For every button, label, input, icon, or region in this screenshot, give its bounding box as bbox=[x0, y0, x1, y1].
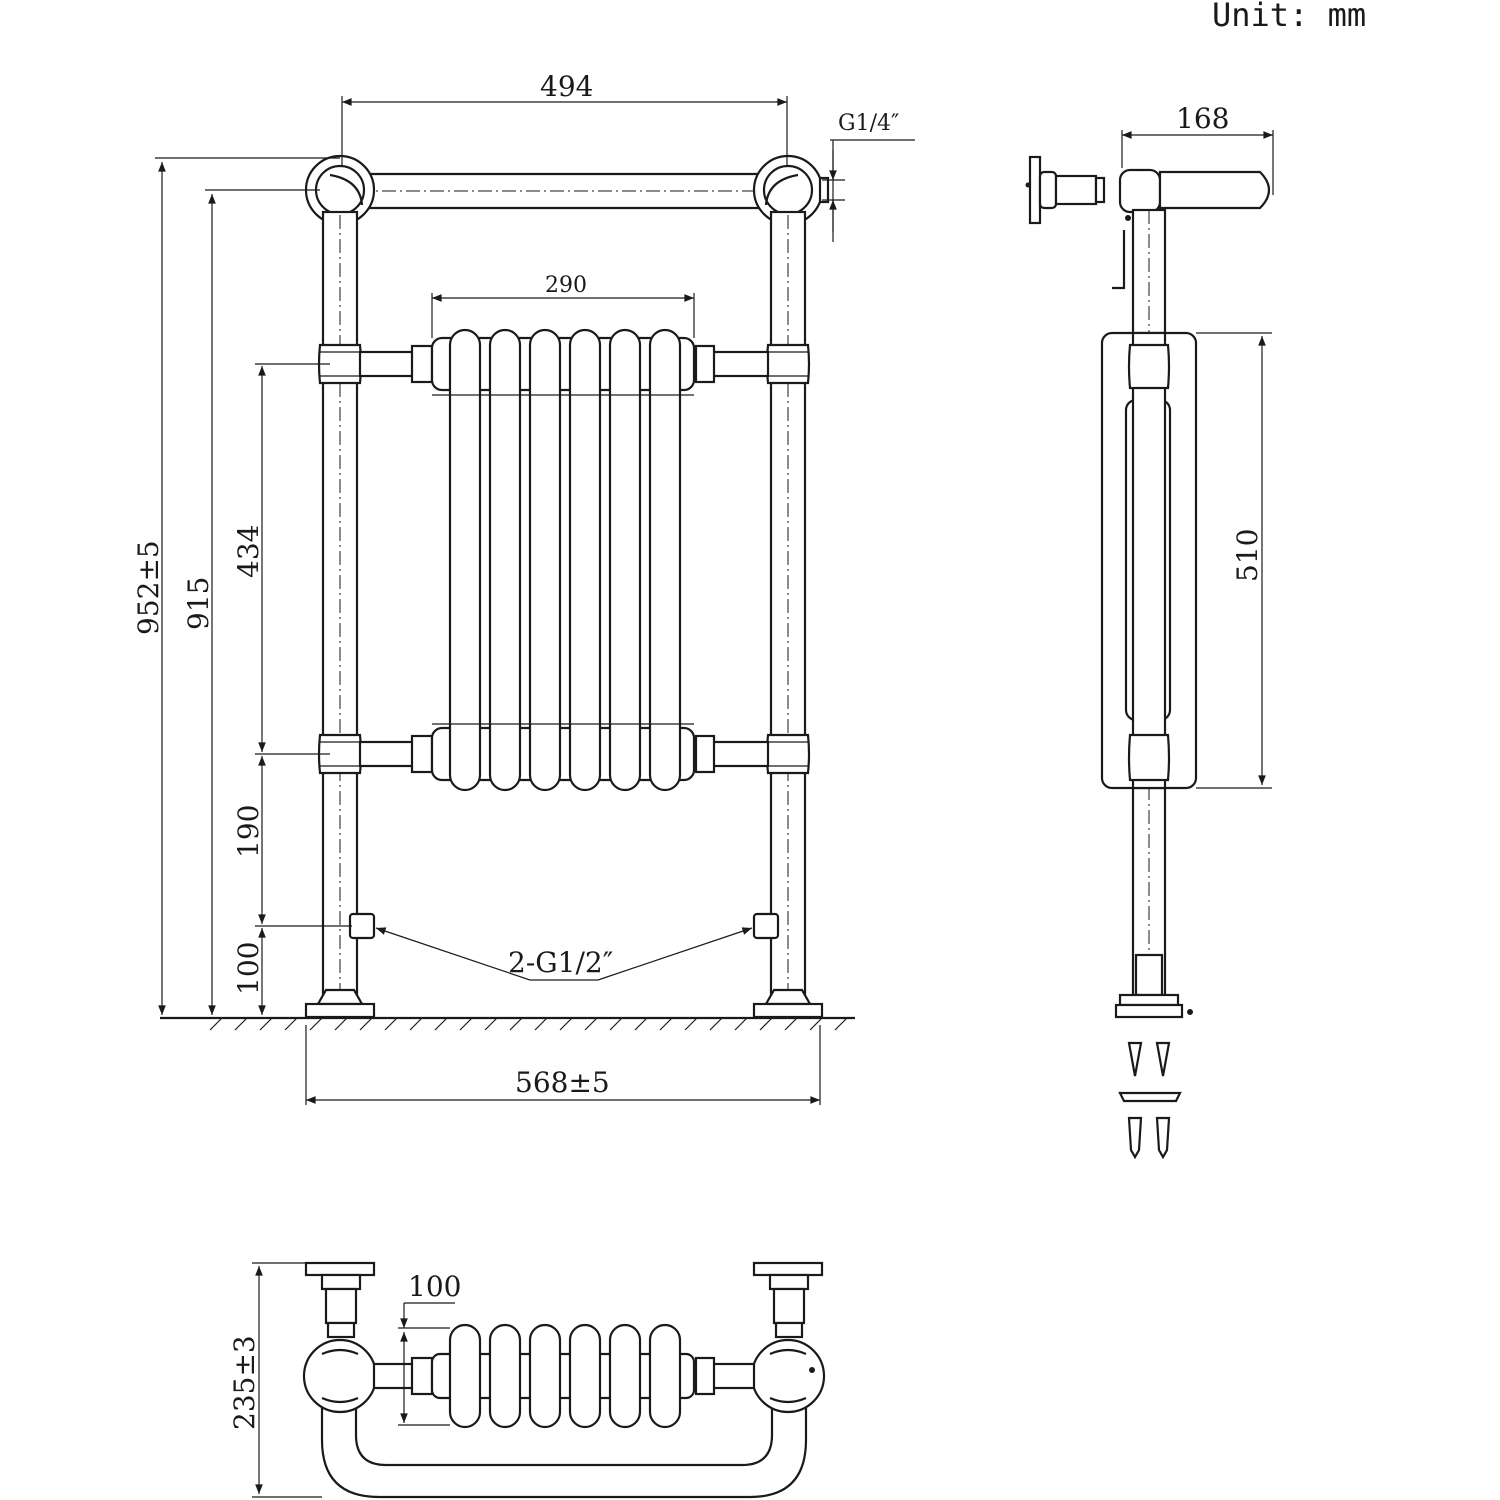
unit-label: Unit: mm bbox=[1212, 0, 1366, 34]
dim-valve-height: 100 bbox=[232, 942, 265, 995]
inlet-thread-label: 2-G1/2″ bbox=[508, 946, 613, 979]
top-view: 100 235±3 bbox=[228, 1261, 826, 1499]
dim-side-depth: 168 bbox=[1176, 102, 1229, 135]
top-left-bracket bbox=[304, 1261, 376, 1339]
top-u-rail bbox=[320, 1375, 808, 1499]
dim-top-overall-depth: 235±3 bbox=[228, 1335, 261, 1430]
top-thread-label: G1/4″ bbox=[838, 111, 899, 136]
side-rail-arm bbox=[1118, 168, 1271, 214]
top-right-bracket bbox=[752, 1261, 824, 1339]
dim-radiator-height: 434 bbox=[232, 525, 265, 578]
left-foot bbox=[304, 988, 376, 1019]
dim-overall-height: 952±5 bbox=[132, 540, 165, 635]
top-radiator-columns bbox=[448, 1323, 682, 1429]
wall-bracket bbox=[1025, 155, 1106, 225]
dim-side-radiator-height: 510 bbox=[1231, 529, 1264, 582]
left-valve-outlet bbox=[348, 912, 376, 940]
dim-base-width: 568±5 bbox=[515, 1066, 610, 1099]
dim-rail-height: 915 bbox=[182, 577, 215, 630]
radiator-columns bbox=[430, 328, 696, 792]
right-upper-coupling bbox=[765, 343, 811, 385]
front-view: 494 G1/4″ 290 952±5 915 434 190 100 bbox=[132, 70, 915, 1105]
side-view: 168 510 bbox=[1025, 102, 1274, 1160]
ground-hatch bbox=[209, 1017, 848, 1031]
dim-top-width: 494 bbox=[540, 70, 593, 103]
top-right-fitting bbox=[752, 154, 830, 226]
dim-top-radiator-depth: 100 bbox=[408, 1270, 461, 1303]
right-lower-coupling bbox=[765, 733, 811, 775]
dim-lower-to-valve: 190 bbox=[232, 805, 265, 858]
top-rail bbox=[323, 172, 807, 210]
right-foot bbox=[752, 988, 824, 1019]
dim-radiator-width: 290 bbox=[545, 273, 587, 298]
mounting-screws bbox=[1118, 1041, 1182, 1160]
right-valve-outlet bbox=[752, 912, 780, 940]
